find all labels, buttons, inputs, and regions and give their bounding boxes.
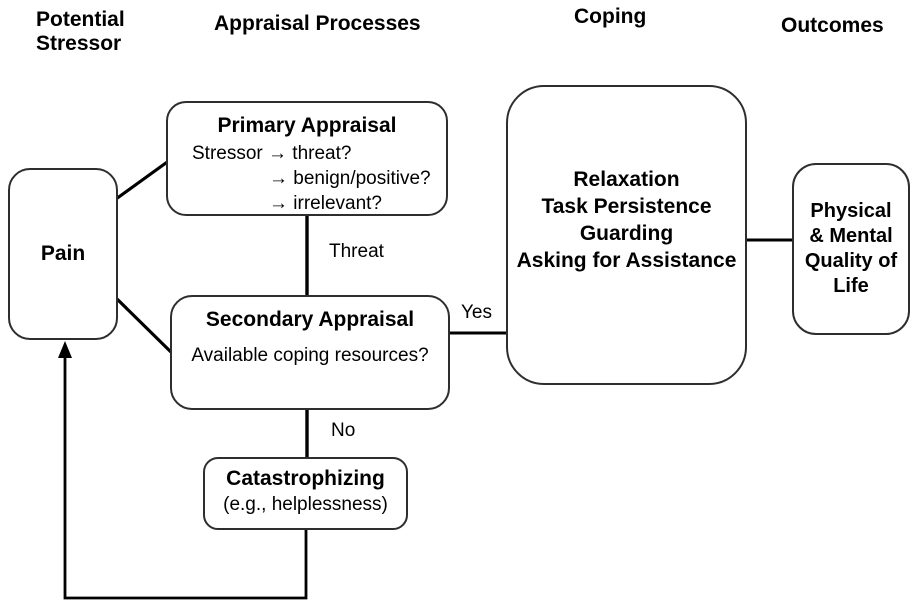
coping-strategy: Asking for Assistance [516, 249, 737, 272]
secondary-appraisal-title: Secondary Appraisal [205, 308, 415, 331]
header-outcomes: Outcomes [781, 14, 884, 37]
edge-label-yes: Yes [459, 302, 494, 324]
node-coping-strategies: Relaxation Task Persistence Guarding Ask… [506, 85, 747, 385]
connector-pain-to-primary [115, 158, 171, 201]
node-pain: Pain [8, 168, 118, 340]
pain-label: Pain [40, 242, 86, 265]
node-catastrophizing: Catastrophizing (e.g., helplessness) [203, 457, 408, 530]
coping-strategy: Task Persistence [541, 195, 712, 218]
connector-pain-to-secondary [114, 296, 176, 357]
connector-catastrophizing-feedback-to-pain [63, 346, 308, 600]
header-potential-stressor: Potential Stressor [36, 8, 125, 55]
catastrophizing-title: Catastrophizing [226, 467, 385, 490]
primary-appraisal-line: → benign/positive? [269, 168, 431, 189]
secondary-appraisal-question: Available coping resources? [191, 345, 429, 366]
primary-appraisal-title: Primary Appraisal [217, 114, 397, 137]
edge-label-no: No [329, 420, 358, 442]
node-quality-of-life: Physical & Mental Quality of Life [792, 163, 910, 335]
header-coping: Coping [574, 5, 647, 28]
catastrophizing-example: (e.g., helplessness) [223, 494, 388, 515]
coping-strategy: Relaxation [573, 168, 680, 191]
primary-appraisal-line: → irrelevant? [269, 193, 382, 214]
arrowhead-up-icon [58, 341, 72, 358]
node-primary-appraisal: Primary Appraisal Stressor → threat? → b… [166, 101, 448, 216]
node-secondary-appraisal: Secondary Appraisal Available coping res… [170, 295, 450, 410]
primary-appraisal-line: Stressor → threat? [192, 143, 352, 164]
quality-of-life-label: Physical & Mental Quality of Life [804, 200, 898, 297]
coping-strategy: Guarding [579, 222, 674, 245]
header-appraisal-processes: Appraisal Processes [214, 12, 421, 35]
edge-label-threat: Threat [327, 241, 386, 263]
